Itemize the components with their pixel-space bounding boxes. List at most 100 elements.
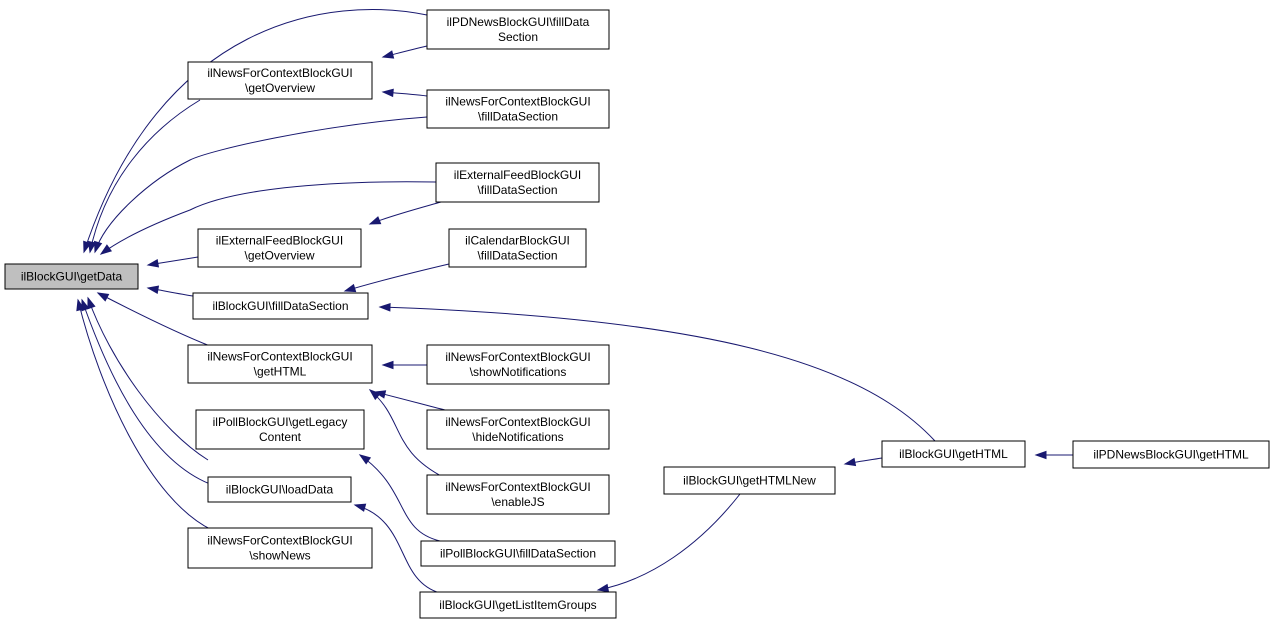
function-node[interactable]: ilExternalFeedBlockGUI\fillDataSection	[435, 162, 600, 203]
node-label: ilNewsForContextBlockGUI	[445, 350, 590, 364]
edge-n14-to-n0	[76, 298, 213, 531]
node-box	[419, 591, 617, 619]
node-label: Content	[259, 430, 302, 444]
node-label: \fillDataSection	[478, 110, 558, 124]
function-node[interactable]: ilCalendarBlockGUI\fillDataSection	[448, 228, 587, 268]
arrow-head	[381, 360, 394, 370]
node-label: ilBlockGUI\loadData	[226, 483, 334, 497]
edge-line	[369, 201, 442, 225]
edge-n3-to-n0	[94, 116, 428, 254]
node-label: \getOverview	[245, 81, 315, 95]
edge-n4-to-n0	[99, 181, 437, 255]
function-node[interactable]: ilBlockGUI\loadData	[207, 476, 352, 503]
arrow-head	[843, 457, 857, 467]
function-node[interactable]: ilNewsForContextBlockGUI\hideNotificatio…	[426, 409, 610, 450]
arrow-head	[381, 88, 394, 98]
arrow-head	[1034, 450, 1047, 460]
function-node[interactable]: ilPDNewsBlockGUI\fillDataSection	[426, 9, 610, 50]
arrow-head	[378, 303, 391, 312]
edge-line	[359, 454, 441, 542]
edge-line	[81, 299, 211, 485]
node-label: ilNewsForContextBlockGUI	[207, 350, 352, 364]
edge-n7-to-n0	[146, 285, 194, 297]
node-label: ilPDNewsBlockGUI\getHTML	[1093, 448, 1249, 462]
arrow-head	[87, 240, 97, 254]
arrow-head	[353, 503, 367, 512]
node-label: ilBlockGUI\getData	[21, 270, 123, 284]
function-node[interactable]: ilPollBlockGUI\fillDataSection	[420, 540, 616, 567]
edge-n15-to-n11	[358, 454, 441, 542]
arrow-head	[96, 292, 110, 302]
function-node[interactable]: ilBlockGUI\getHTMLNew	[663, 466, 836, 495]
function-node[interactable]: ilNewsForContextBlockGUI\enableJS	[426, 474, 610, 515]
node-box	[195, 409, 365, 450]
node-label: ilExternalFeedBlockGUI	[454, 168, 581, 182]
edge-n2-to-n0	[87, 99, 201, 254]
edge-n11-to-n0	[87, 296, 209, 461]
node-label: \getOverview	[244, 249, 314, 263]
edge-n13-to-n0	[81, 298, 211, 485]
edge-line	[87, 297, 209, 461]
node-label: ilExternalFeedBlockGUI	[216, 234, 343, 248]
edge-n4-to-n5	[368, 201, 442, 225]
arrow-head	[146, 285, 160, 294]
node-box	[426, 474, 610, 515]
node-box	[420, 540, 616, 567]
node-layer: ilBlockGUI\getData ilPDNewsBlockGUI\fillD…	[4, 9, 1270, 619]
node-label: ilBlockGUI\getHTML	[899, 447, 1008, 461]
node-label: ilPDNewsBlockGUI\fillData	[447, 15, 590, 29]
node-label: ilCalendarBlockGUI	[465, 234, 570, 248]
node-label: ilNewsForContextBlockGUI	[445, 480, 590, 494]
edge-n19-to-n18	[1034, 450, 1074, 460]
node-label: \enableJS	[491, 495, 544, 509]
function-node[interactable]: ilNewsForContextBlockGUI\getHTML	[187, 344, 373, 384]
arrow-head	[94, 240, 103, 254]
edge-line	[379, 306, 936, 442]
function-node[interactable]: ilPDNewsBlockGUI\getHTML	[1072, 440, 1270, 469]
node-box	[1072, 440, 1270, 469]
function-node[interactable]: ilBlockGUI\getHTML	[881, 440, 1026, 468]
edge-line	[83, 9, 428, 253]
arrow-head	[381, 50, 395, 59]
arrow-head	[368, 389, 381, 401]
edge-n1-to-n2	[381, 45, 428, 59]
function-node[interactable]: ilBlockGUI\fillDataSection	[192, 292, 369, 320]
edge-n18-to-n17	[843, 457, 883, 467]
node-box	[448, 228, 587, 268]
edge-line	[89, 99, 201, 253]
function-node[interactable]: ilNewsForContextBlockGUI\showNews	[187, 527, 373, 569]
function-node[interactable]: ilNewsForContextBlockGUI\fillDataSection	[426, 89, 610, 129]
edge-n6-to-n7	[343, 263, 450, 293]
function-node[interactable]: ilBlockGUI\getListItemGroups	[419, 591, 617, 619]
node-label: \fillDataSection	[477, 183, 557, 197]
edge-n17-to-n16	[596, 493, 741, 593]
function-node[interactable]: ilNewsForContextBlockGUI\getOverview	[187, 61, 373, 100]
node-label: ilNewsForContextBlockGUI	[207, 66, 352, 80]
node-label: ilPollBlockGUI\getLegacy	[213, 415, 348, 429]
edge-n3-to-n2	[381, 88, 428, 98]
node-label: ilNewsForContextBlockGUI	[445, 95, 590, 109]
node-label: \hideNotifications	[472, 430, 563, 444]
edge-line	[77, 299, 213, 531]
node-box	[663, 466, 836, 495]
node-label: \fillDataSection	[477, 249, 557, 263]
arrow-head	[146, 259, 160, 268]
function-node[interactable]: ilNewsForContextBlockGUI\showNotificatio…	[426, 344, 610, 385]
arrow-head	[368, 216, 382, 225]
edge-n12-to-n8	[368, 389, 446, 479]
node-box	[187, 527, 373, 569]
node-box	[426, 344, 610, 385]
arrow-head	[99, 244, 113, 255]
arrow-head	[358, 454, 372, 465]
function-node[interactable]: ilExternalFeedBlockGUI\getOverview	[197, 228, 362, 268]
node-label: \showNotifications	[470, 365, 567, 379]
node-box	[187, 61, 373, 100]
root-function-node[interactable]: ilBlockGUI\getData	[4, 263, 139, 290]
node-box	[197, 228, 362, 268]
edge-n16-to-n13	[353, 503, 441, 594]
node-box	[426, 9, 610, 50]
node-box	[192, 292, 369, 320]
arrow-head	[76, 298, 85, 312]
edge-line	[369, 389, 446, 479]
